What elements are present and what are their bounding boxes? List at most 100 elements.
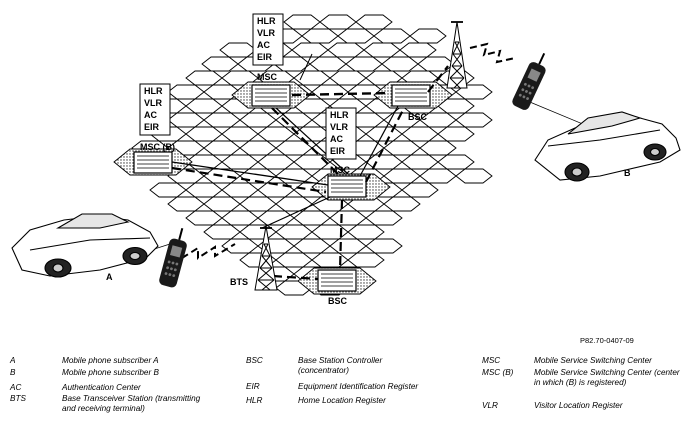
hex-cell	[221, 210, 259, 226]
hex-cell	[167, 196, 205, 212]
hex-cell	[257, 126, 295, 142]
hex-cell	[203, 196, 241, 212]
figure-reference: P82.70-0407-09	[580, 336, 634, 345]
antenna-tower-bts	[254, 225, 278, 291]
hex-cell	[301, 28, 339, 44]
hex-cell	[185, 98, 223, 114]
cell-grid	[131, 14, 493, 296]
hex-cell	[373, 28, 411, 44]
hex-cell	[311, 84, 349, 100]
msc-label: MSC	[330, 165, 351, 175]
hex-cell	[319, 14, 357, 30]
hex-cell	[257, 154, 295, 170]
hex-cell	[365, 154, 403, 170]
hex-cell	[337, 28, 375, 44]
hex-cell	[383, 140, 421, 156]
switch-rack-bottom	[317, 269, 357, 292]
hex-cell	[401, 126, 439, 142]
legend-abbr: EIR	[246, 382, 260, 391]
legend-item: MSC Mobile Service Switching Center	[482, 356, 697, 368]
hex-cell	[329, 70, 367, 86]
legend-column-2: BSC Base Station Controller (concentrato…	[246, 356, 476, 408]
legend-def: Visitor Location Register	[534, 401, 623, 410]
register-label: EIR	[330, 146, 346, 156]
car-b	[534, 111, 681, 182]
subscriber-b-label: B	[624, 168, 631, 178]
register-label: AC	[144, 110, 157, 120]
hex-cell	[365, 238, 403, 254]
switch-rack-msc-b	[133, 151, 173, 174]
hex-cell	[455, 168, 493, 184]
hex-cell	[149, 182, 187, 198]
register-label: AC	[257, 40, 270, 50]
register-label: VLR	[330, 122, 349, 132]
msc-b-label: MSC (B)	[140, 142, 175, 152]
hex-cell	[327, 42, 365, 58]
hex-cell	[221, 154, 259, 170]
register-label: VLR	[257, 28, 276, 38]
hex-cell	[219, 42, 257, 58]
hex-cell	[383, 168, 421, 184]
legend-item: EIR Equipment Identification Register	[246, 382, 476, 396]
register-label: EIR	[257, 52, 273, 62]
legend-abbr: A	[10, 356, 16, 365]
hex-cell	[275, 168, 313, 184]
register-box-msc-b: HLR VLR AC EIR MSC (B)	[139, 83, 175, 152]
hex-cell	[329, 238, 367, 254]
mobile-phone-b	[512, 52, 546, 110]
legend-abbr: AC	[10, 383, 22, 392]
gsm-network-diagram: HLR VLR AC EIR MSC HLR VLR AC EIR MSC (B…	[11, 13, 681, 306]
hex-cell	[221, 182, 259, 198]
hex-cell	[185, 182, 223, 198]
legend-item: HLR Home Location Register	[246, 396, 476, 408]
register-label: HLR	[330, 110, 349, 120]
hex-cell	[239, 112, 277, 128]
hex-cell	[275, 196, 313, 212]
switch-rack-right	[391, 84, 431, 107]
hex-cell	[347, 224, 385, 240]
hex-cell	[309, 56, 347, 72]
hex-cell	[257, 210, 295, 226]
switch-rack-top	[251, 84, 291, 107]
hex-cell	[311, 252, 349, 268]
bsc-label: BSC	[408, 112, 428, 122]
hex-cell	[399, 42, 437, 58]
subscriber-a-label: A	[106, 272, 113, 282]
network-links	[171, 53, 449, 281]
hex-cell	[221, 238, 259, 254]
legend-abbr: VLR	[482, 401, 498, 410]
legend-def: Base Station Controller (concentrator)	[298, 356, 383, 375]
hex-cell	[167, 84, 205, 100]
legend-def: Base Transceiver Station (transmitting a…	[62, 394, 201, 413]
legend-abbr: BSC	[246, 356, 263, 365]
hex-cell	[291, 42, 329, 58]
hex-cell	[329, 210, 367, 226]
hex-cell	[419, 140, 457, 156]
legend-def: Mobile Service Switching Center (center …	[534, 368, 680, 387]
hex-cell	[401, 182, 439, 198]
hex-cell	[437, 154, 475, 170]
legend-item: BTS Base Transceiver Station (transmitti…	[10, 394, 245, 428]
legend-item: B Mobile phone subscriber B	[10, 368, 245, 383]
hex-cell	[345, 56, 383, 72]
hex-cell	[293, 238, 331, 254]
legend-abbr: MSC (B)	[482, 368, 514, 377]
hex-cell	[275, 252, 313, 268]
mobile-phone-a	[159, 227, 187, 288]
legend-def: Mobile phone subscriber A	[62, 356, 159, 365]
hex-cell	[419, 168, 457, 184]
register-label: AC	[330, 134, 343, 144]
car-a	[11, 213, 159, 278]
hex-cell	[365, 210, 403, 226]
hex-cell	[437, 126, 475, 142]
bts-label: BTS	[230, 277, 248, 287]
legend-item: A Mobile phone subscriber A	[10, 356, 245, 368]
register-label: EIR	[144, 122, 160, 132]
register-box-top: HLR VLR AC EIR MSC	[252, 13, 284, 82]
bsc-label: BSC	[328, 296, 348, 306]
legend-def: Mobile phone subscriber B	[62, 368, 159, 377]
hex-cell	[185, 70, 223, 86]
hex-cell	[355, 14, 393, 30]
hex-cell	[203, 112, 241, 128]
legend-column-1: A Mobile phone subscriber A B Mobile pho…	[10, 356, 245, 428]
